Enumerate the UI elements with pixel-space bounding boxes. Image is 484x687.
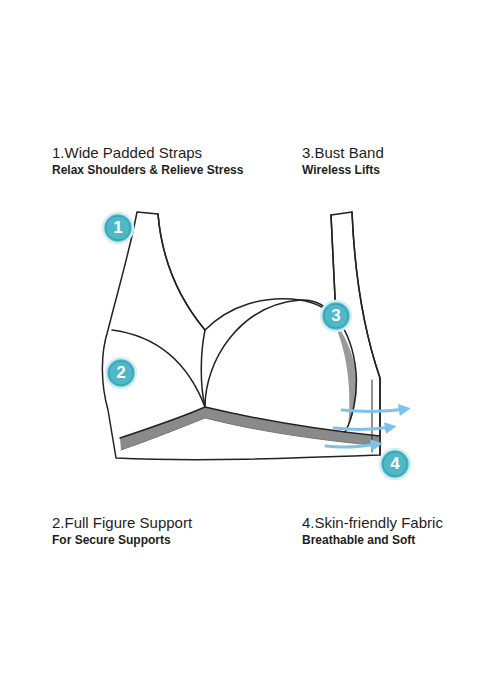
feature-note: Relax Shoulders & Relieve Stress [52, 163, 243, 177]
callout-number: 4 [390, 454, 399, 474]
callout-circle: 3 [319, 299, 353, 333]
callout-circle: 4 [378, 447, 412, 481]
feature-heading: 1.Wide Padded Straps [52, 144, 202, 161]
callout-number: 2 [116, 363, 125, 383]
callout-number: 1 [113, 218, 122, 238]
callout-circle: 2 [104, 356, 138, 390]
callout-circle: 1 [101, 211, 135, 245]
feature-heading: 2.Full Figure Support [52, 514, 192, 531]
feature-note: For Secure Supports [52, 533, 171, 547]
feature-heading: 4.Skin-friendly Fabric [302, 514, 443, 531]
feature-heading: 3.Bust Band [302, 144, 384, 161]
feature-note: Breathable and Soft [302, 533, 415, 547]
callout-number: 3 [331, 306, 340, 326]
feature-note: Wireless Lifts [302, 163, 380, 177]
